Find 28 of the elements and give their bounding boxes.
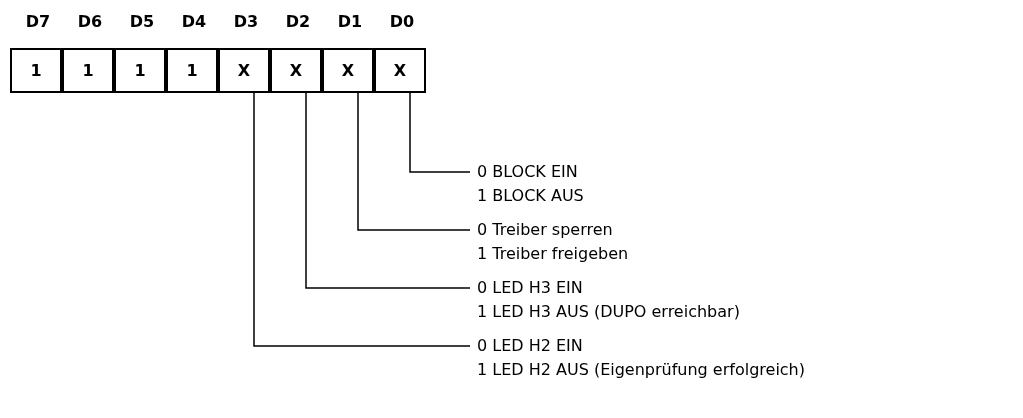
leader-line: [409, 92, 471, 173]
bit-value: 1: [81, 60, 95, 82]
bit-label: D4: [180, 12, 208, 31]
bit-label: D1: [336, 12, 364, 31]
bit-value: 1: [185, 60, 199, 82]
bit-value: X: [288, 60, 304, 82]
bit-value: X: [392, 60, 408, 82]
bit-label: D5: [128, 12, 156, 31]
bit-state-description: 0 LED H2 EIN: [477, 335, 584, 357]
bit-value: X: [236, 60, 252, 82]
bit-value: X: [340, 60, 356, 82]
bit-state-description: 0 LED H3 EIN: [477, 277, 584, 299]
bit-state-description: 0 Treiber sperren: [477, 219, 614, 241]
bit-value: 1: [29, 60, 43, 82]
bit-state-description: 1 LED H3 AUS (DUPO erreichbar): [477, 301, 741, 323]
bit-label: D2: [284, 12, 312, 31]
bit-state-description: 1 Treiber freigeben: [477, 243, 630, 265]
bit-state-description: 0 BLOCK EIN: [477, 161, 579, 183]
bit-value: 1: [133, 60, 147, 82]
leader-line: [305, 92, 471, 289]
bit-label: D0: [388, 12, 416, 31]
bit-state-description: 1 BLOCK AUS: [477, 185, 585, 207]
leader-line: [253, 92, 471, 347]
leader-line: [357, 92, 471, 231]
bit-label: D3: [232, 12, 260, 31]
bit-state-description: 1 LED H2 AUS (Eigenprüfung erfolgreich): [477, 359, 806, 381]
bit-label: D7: [24, 12, 52, 31]
bit-label: D6: [76, 12, 104, 31]
